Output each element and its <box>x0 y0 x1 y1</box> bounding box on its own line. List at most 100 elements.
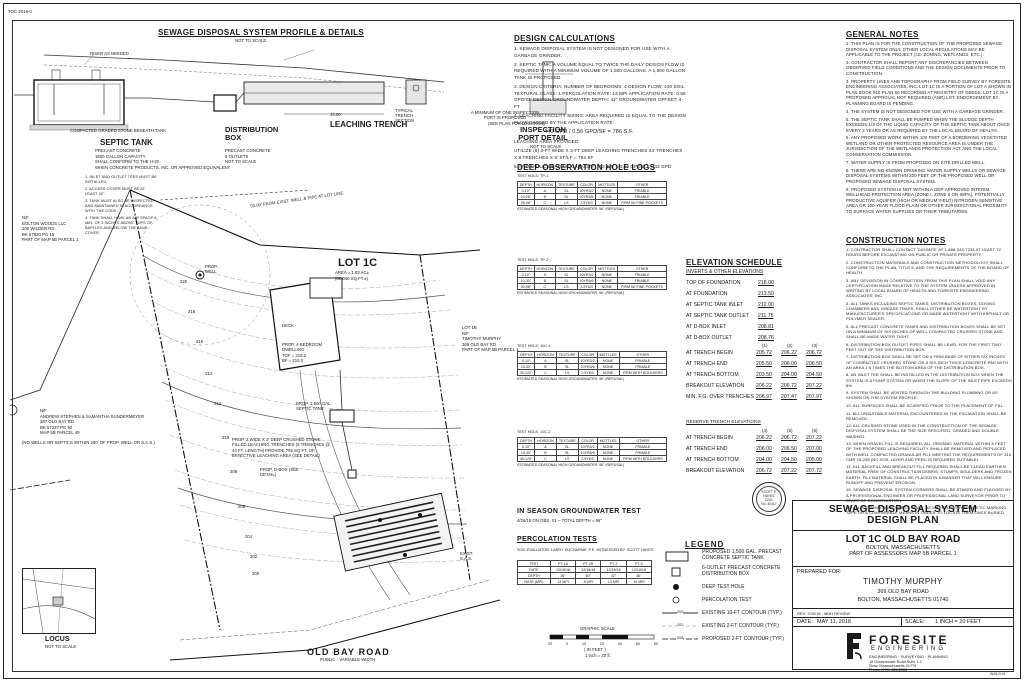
abutter-south: N/F ANDREW STEPHEN & SAMANTHA SUNDERMEYE… <box>40 408 145 436</box>
sheet-code: TOC-2018-0 <box>8 9 32 14</box>
title-block-heading: SEWAGE DISPOSAL SYSTEM DESIGN PLAN <box>793 501 1013 531</box>
legend-item: 6-OUTLET PRECAST CONCRETE DISTRIBUTION B… <box>702 565 781 577</box>
engineer-stamp: SCOTT P. HAYES CIVIL No. 40117 <box>752 482 786 516</box>
legend-item: PERCOLATION TEST <box>702 597 752 603</box>
dbox-sub: PRECAST CONCRETE 6 OUTLETS NOT TO SCALE <box>225 148 271 165</box>
general-notes-body: 1. THIS PLAN IS FOR THE CONSTRUCTION OF … <box>846 41 1011 214</box>
typical-trench-section: TYPICAL TRENCH SECTION <box>395 108 415 124</box>
general-notes-title: GENERAL NOTES <box>846 30 919 39</box>
title-block-client: PREPARED FOR: TIMOTHY MURPHY 369 OLD BAY… <box>793 567 1013 609</box>
legend-item: EXISTING 2-FT CONTOUR (TYP.) <box>702 623 779 629</box>
site-plan-drawing <box>10 189 500 661</box>
legend-contour-label: 200 <box>677 610 684 615</box>
test-hole-name: TEST HOLE: 10C-2 <box>517 430 551 434</box>
construction-notes-body: 1. CONTRACTOR SHALL CONTACT 'DIGSAFE' AT… <box>846 247 1012 516</box>
locus-title: LOCUS <box>45 636 70 643</box>
locus-sub: NOT TO SCALE <box>45 644 77 649</box>
scale-unit: ( IN FEET ) <box>584 647 606 652</box>
septic-tank-notes: PRECAST CONCRETE 1500 GALLON CAPACITY SH… <box>95 148 231 170</box>
revision-note: REV. 7/26/18 - MDH REVIEW <box>797 611 850 616</box>
contour-label: 212 <box>214 401 222 406</box>
test-hole-name: TEST HOLE: TP-1 <box>517 174 549 178</box>
road-title: OLD BAY ROAD <box>307 647 390 657</box>
legend-symbols <box>662 551 698 640</box>
legend-item: DEEP TEST HOLE <box>702 584 745 590</box>
inspection-note-2: (SEE PLAN FOR LOCATION) <box>488 121 545 126</box>
test-hole-name: TEST HOLE: 10C-1 <box>517 344 551 348</box>
contour-label: 214 <box>205 371 213 376</box>
elevation-title: ELEVATION SCHEDULE <box>686 258 783 267</box>
contour-label: 208 <box>230 469 238 474</box>
dwelling-label: PROP. 4-BEDROOM DWELLING TOF = 218.2 BF … <box>282 342 323 364</box>
groundwater-test-title: IN SEASON GROUNDWATER TEST <box>517 508 641 515</box>
contour-label: 202 <box>250 554 258 559</box>
design-calcs-body: 1. SEWAGE DISPOSAL SYSTEM IS NOT DESIGNE… <box>514 46 686 169</box>
contour-label: 210 <box>222 435 230 440</box>
inverts-title: INVERTS & OTHER ELEVATIONS <box>686 269 764 275</box>
abutter-east: LOT 1B N/F TIMOTHY MURPHY 369 OLD BAY RD… <box>462 325 519 353</box>
profile-detail-drawing <box>14 49 445 131</box>
inspection-port-heading: INSPECTION PORT DETAIL <box>518 125 568 143</box>
lot-title: LOT 1C <box>338 257 378 269</box>
test-hole-gw: ESTIMATED SEASONAL HIGH GROUNDWATER: 96"… <box>517 207 625 211</box>
graphic-scale-bar <box>549 634 655 640</box>
firm-block: FORESITE ENGINEERING ENGINEERING · SURVE… <box>793 627 1013 672</box>
stone-note: COMPACTED GRADED STONE BENEATH TANK <box>70 128 167 133</box>
contour-label: 216 <box>196 339 204 344</box>
legend-item: PROPOSED 1,500 GAL. PRECAST CONCRETE SEP… <box>702 549 782 561</box>
profile-subtitle: NOT TO SCALE <box>235 38 267 43</box>
lot-area: AREA = 1.83 AC± <box>335 270 370 275</box>
design-calcs-title: DESIGN CALCULATIONS <box>514 34 616 43</box>
septic-tank-heading: SEPTIC TANK <box>100 138 153 147</box>
title-block-date-scale: DATE: MAY 11, 2018 SCALE: 1 INCH = 20 FE… <box>793 617 1013 627</box>
firm-logo-icon <box>847 633 862 660</box>
legend-title: LEGEND <box>685 540 725 549</box>
title-block: SEWAGE DISPOSAL SYSTEM DESIGN PLAN LOT 1… <box>792 500 1014 672</box>
graphic-scale-title: GRAPHIC SCALE <box>580 626 615 631</box>
profile-title: SEWAGE DISPOSAL SYSTEM PROFILE & DETAILS <box>158 28 364 37</box>
drawing-frame <box>12 20 1014 672</box>
drawing-sheet: TOC-2018-0 <box>3 3 1021 679</box>
test-hole-name: TEST HOLE: TP-2 <box>517 258 549 262</box>
legend-item: EXISTING 10-FT CONTOUR (TYP.) <box>702 610 782 616</box>
contour-label: 200 <box>252 571 260 576</box>
inspection-port-sub: NOT TO SCALE <box>530 144 562 149</box>
prop-well-label: PROP. WELL <box>205 264 218 274</box>
locus-map <box>22 568 96 634</box>
scale-note: 1 inch = 20 ft. <box>585 653 611 658</box>
septic-tank-list: 1. INLET AND OUTLET TEES MUST BE INSTALL… <box>85 175 157 235</box>
test-hole-gw: ESTIMATED SEASONAL HIGH GROUNDWATER: 96"… <box>517 377 625 381</box>
inspection-note: A MINIMUM OF ONE INSPECTION PORT IS PROP… <box>470 110 540 120</box>
construction-notes-title: CONSTRUCTION NOTES <box>846 236 946 245</box>
leaching-length: 44.00' <box>330 112 342 117</box>
legend-item: PROPOSED 2-FT CONTOUR (TYP.) <box>702 636 784 642</box>
contour-label: 206 <box>238 504 246 509</box>
test-hole-gw: ESTIMATED SEASONAL HIGH GROUNDWATER: 96"… <box>517 463 625 467</box>
perc-evaluator: SOIL EVALUATOR: LARRY DUCHARME, P.E. WIT… <box>517 548 654 552</box>
contour-label: 204 <box>245 534 253 539</box>
riser-note: RISER AS NEEDED <box>90 51 129 56</box>
title-block-location: LOT 1C OLD BAY ROAD BOLTON, MASSACHUSETT… <box>793 531 1013 567</box>
no-wells-note: (NO WELLS OR SEPTICS WITHIN 200' OF PROP… <box>22 440 155 445</box>
exist-sas: EXIST. S.A.S. <box>460 551 474 561</box>
dbox-heading: DISTRIBUTION BOX <box>225 125 279 143</box>
abutter-west: N/F BOLTON WOODS LLC 200 WILDER RD. BK 5… <box>22 215 79 243</box>
leaching-trench-heading: LEACHING TRENCH <box>330 120 408 129</box>
legend-contour-label: 202 <box>677 623 684 628</box>
deck-label: DECK <box>282 323 294 328</box>
septic-tank-callout: PROP. 1,500 GAL SEPTIC TANK <box>296 401 331 411</box>
job-number: W18-0.01 <box>990 672 1006 676</box>
dbox-callout: PROP. D-BOX (SEE DETAIL) <box>260 467 299 477</box>
deep-obs-title: DEEP OBSERVATION HOLE LOGS <box>517 163 656 172</box>
trench-callout: PROP. 3 WIDE X 3' DEEP CRUSHED STONE FIL… <box>232 437 330 459</box>
groundwater-test-sub: 4/26/18 ON OBS. #1 -- TOTAL DEPTH = 96" <box>517 518 602 523</box>
contour-label: 218 <box>188 309 196 314</box>
road-sub: PUBLIC - VARIABLE WIDTH <box>320 657 376 662</box>
perc-title: PERCOLATION TESTS <box>517 536 598 543</box>
